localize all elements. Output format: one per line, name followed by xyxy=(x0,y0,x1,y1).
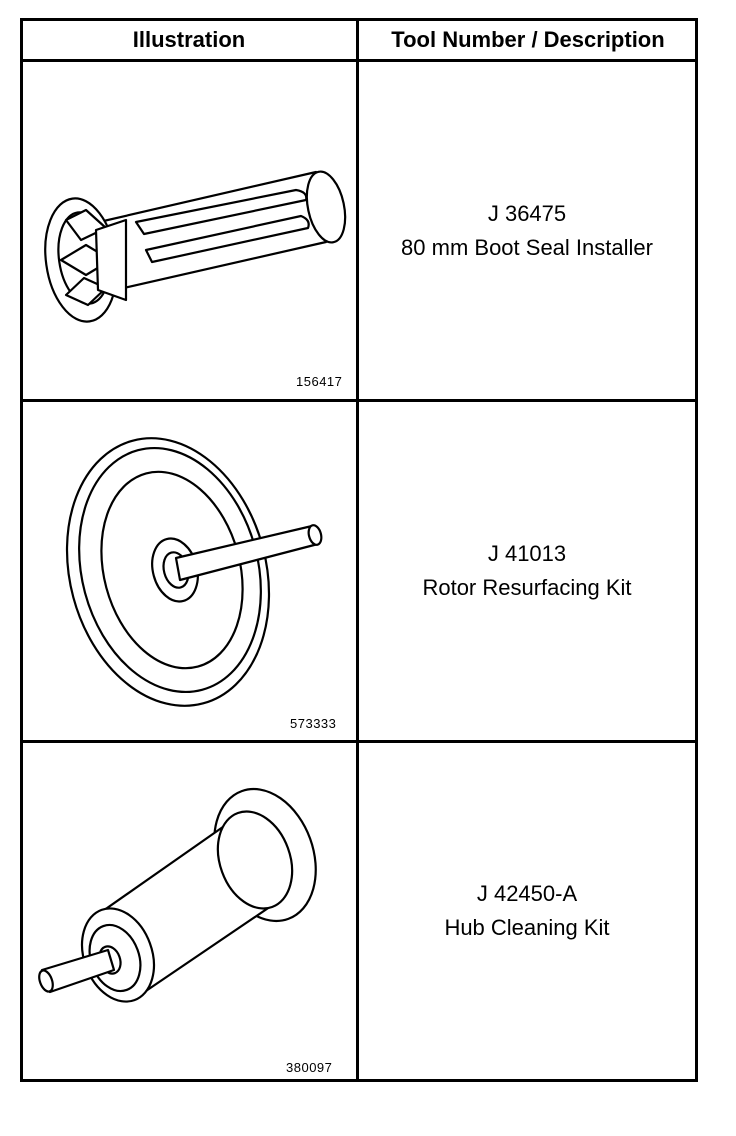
tool-description: Hub Cleaning Kit xyxy=(444,915,610,940)
tool-table xyxy=(20,18,698,1082)
figure-number: 156417 xyxy=(296,374,343,389)
column-divider xyxy=(356,18,359,1082)
tool-description: Rotor Resurfacing Kit xyxy=(422,575,632,600)
boot-seal-installer-illustration xyxy=(44,170,347,323)
row-divider xyxy=(20,740,698,743)
rotor-resurfacing-kit-illustration xyxy=(65,437,323,707)
header-tool-description: Tool Number / Description xyxy=(391,27,665,52)
tool-number: J 42450-A xyxy=(476,881,578,906)
tool-cell-2: J 41013 Rotor Resurfacing Kit xyxy=(359,402,695,740)
tool-cell-3: J 42450-A Hub Cleaning Kit xyxy=(359,743,695,1079)
hub-cleaning-kit-illustration xyxy=(38,787,317,1003)
header-illustration: Illustration xyxy=(132,27,246,52)
tool-description: 80 mm Boot Seal Installer xyxy=(401,234,653,260)
tool-number: J 41013 xyxy=(487,541,567,566)
figure-number: 573333 xyxy=(290,716,337,731)
figure-number: 380097 xyxy=(286,1060,333,1075)
header-divider xyxy=(20,59,698,62)
tool-cell-1: J 36475 80 mm Boot Seal Installer xyxy=(359,62,695,399)
row-divider xyxy=(20,399,698,402)
tool-number: J 36475 xyxy=(487,200,567,226)
